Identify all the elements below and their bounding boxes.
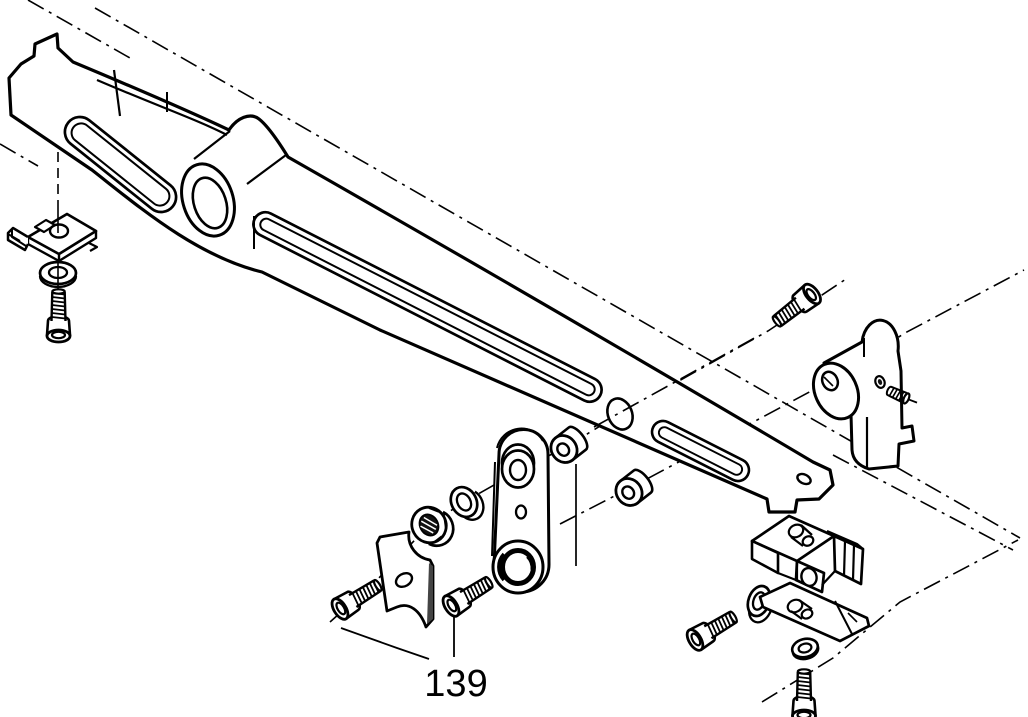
centerline-right-lower — [832, 454, 1014, 551]
pivot-arm — [7, 32, 835, 514]
clamp-plate-hole — [394, 571, 414, 589]
link-cluster — [327, 422, 658, 629]
clip-hook — [88, 242, 99, 252]
cap-screw-139-left — [327, 573, 388, 624]
clamp-plate-edge-sliver — [427, 563, 433, 624]
arm-hump-ridge-left — [193, 130, 231, 160]
spacer-bushing-upper — [544, 422, 593, 470]
arm-hump-ridge-right — [246, 154, 287, 185]
cap-screw-bottom — [791, 667, 817, 717]
spacer-bushing-lower — [609, 465, 658, 513]
arm-block-edge — [112, 69, 122, 117]
arm-slot-lower — [650, 419, 751, 483]
cap-screw-139-right — [438, 570, 499, 621]
link-mid-hole — [514, 504, 528, 520]
centerline-top-left — [27, 0, 131, 59]
retaining-clip — [6, 212, 99, 263]
retaining-clip-stack — [6, 200, 99, 344]
keyhole-plate-slot — [786, 598, 814, 620]
clip-top-face — [26, 212, 98, 256]
clip-hole — [48, 223, 70, 239]
arm-outline — [7, 32, 835, 514]
centerline-main-long — [94, 7, 1021, 539]
flat-washer-small — [790, 637, 820, 661]
flat-washer-middle — [449, 485, 485, 521]
leader-line-left — [340, 627, 430, 660]
link-top-bore — [508, 458, 528, 482]
link-bearing-shade-left — [497, 552, 508, 582]
cap-screw-left — [45, 287, 72, 344]
flange-nut — [410, 505, 455, 548]
block-jaw-edges — [777, 561, 836, 586]
keyhole-plate-tick — [847, 612, 858, 623]
keyhole-plate — [758, 581, 871, 643]
block-right-wing — [832, 534, 865, 586]
nut-thickness — [428, 510, 455, 548]
arm-tip-hole — [796, 472, 812, 486]
clamp-plate — [375, 530, 435, 629]
block-jaw-hole — [800, 566, 818, 588]
nut-bore-threads — [420, 516, 438, 534]
clip-bent-tab-fold — [7, 229, 27, 247]
holder-body — [822, 318, 916, 471]
rod-holder-bracket — [811, 318, 916, 471]
clamp-block — [750, 514, 865, 594]
cap-screw-clamp — [682, 604, 743, 655]
arm-slot-upper — [63, 115, 178, 214]
part-callout: 139 — [340, 616, 488, 705]
centerline-over-arm — [593, 335, 759, 428]
arm-pivot-bore — [191, 176, 229, 230]
washer-mid-thickness — [464, 490, 485, 521]
keyhole-plate-crease — [834, 600, 853, 635]
cap-screw-upper-right — [766, 279, 826, 334]
block-wing-bevel — [826, 529, 864, 581]
centerline-left-edge — [0, 143, 39, 167]
clamp-assembly — [682, 514, 871, 717]
part-number-label: 139 — [424, 663, 487, 705]
rod-holder-group — [766, 279, 921, 471]
link-bearing-shade-right — [526, 554, 536, 571]
link-thickness-arcs — [491, 427, 544, 557]
holder-bore-slash — [823, 376, 834, 387]
keyhole-plate-outline — [758, 581, 871, 643]
nut-facets — [428, 507, 448, 543]
block-keyhole-slot — [787, 523, 815, 547]
holder-side-hole — [874, 375, 886, 389]
connecting-link — [491, 427, 551, 595]
holder-bore — [820, 370, 840, 392]
